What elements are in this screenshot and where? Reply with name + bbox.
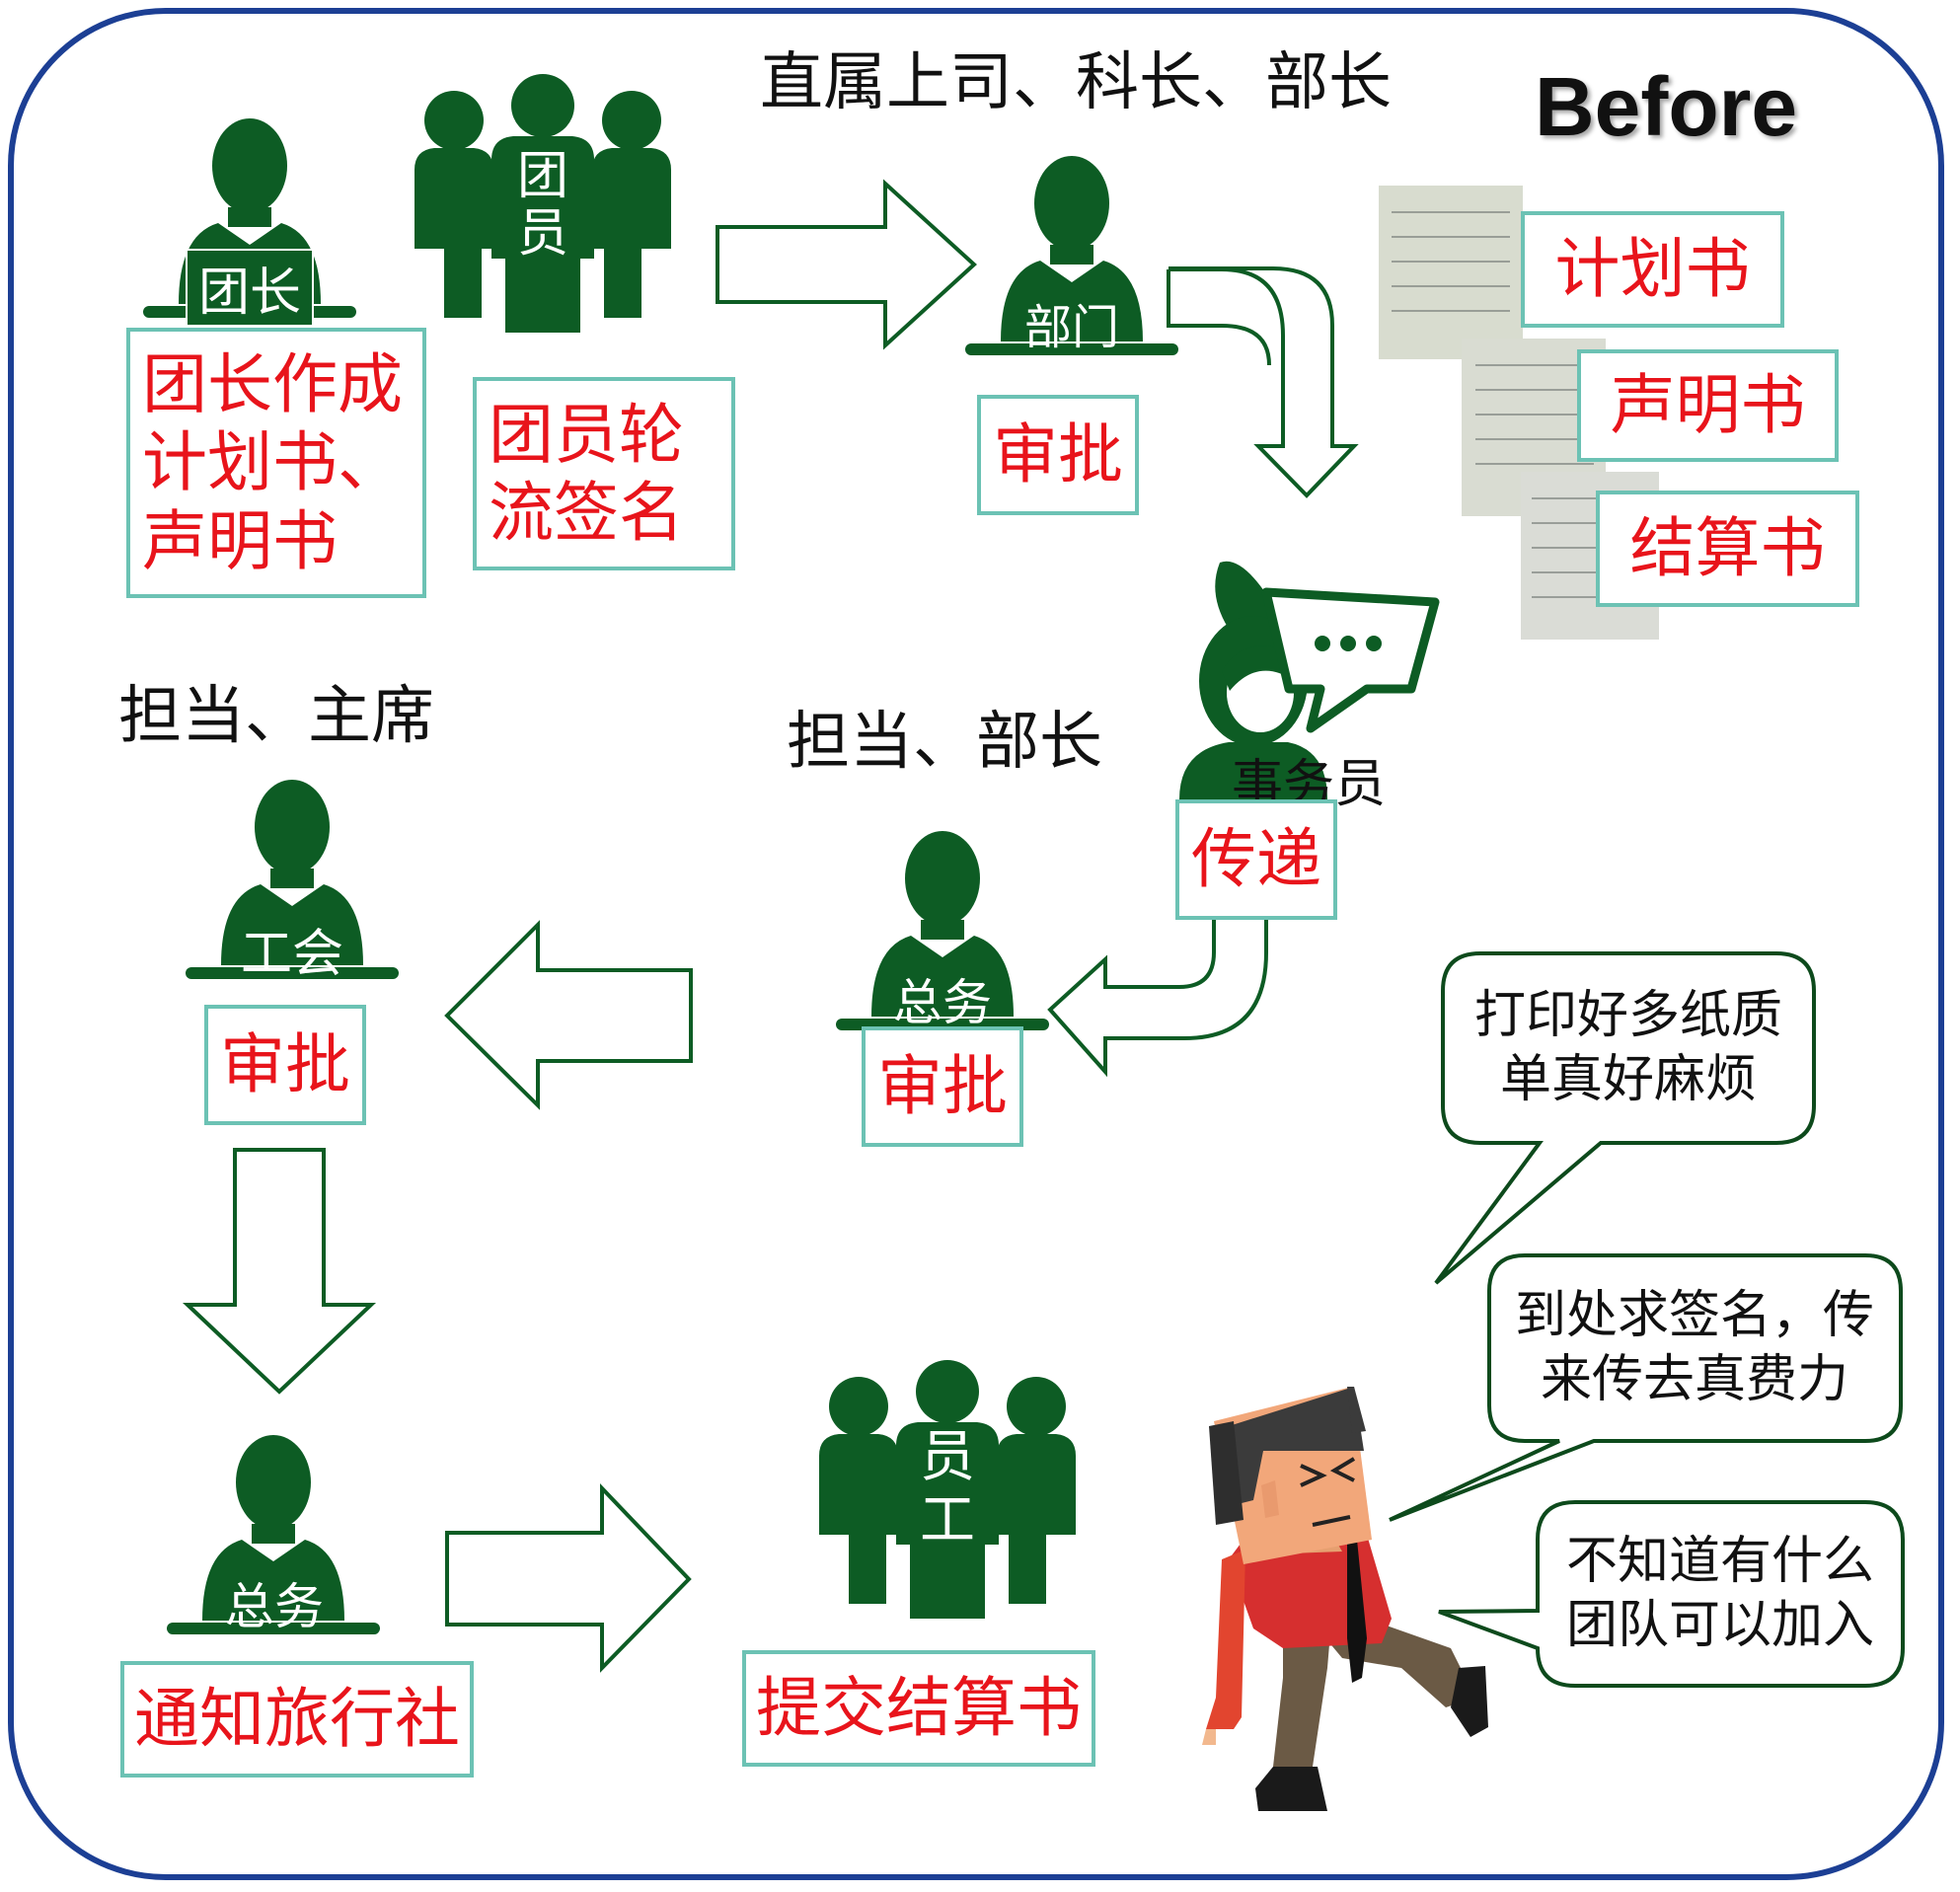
staff-vertical-label: 员工 [920,1425,975,1552]
arrow-ga-to-union [444,920,693,1110]
label-members-action: 团员轮 流签名 [473,377,735,570]
label-doc-plan: 计划书 [1521,211,1784,328]
before-badge: Before [1535,60,1798,153]
bubble-2-text: 到处求签名，传 来传去真费力 [1514,1286,1874,1409]
label-notify-agency-text: 通知旅行社 [134,1681,460,1758]
leader-chest-label: 团长 [186,249,314,327]
bubble-2-shape [1389,1253,1903,1522]
label-doc-statement-text: 声明书 [1610,367,1806,444]
label-doc-statement: 声明书 [1577,349,1839,462]
clerk-speech-bubble-icon [1261,587,1440,733]
bubble-3-shape [1438,1500,1905,1688]
ga-top-chest-label: 总务 [893,974,992,1031]
header-union-side: 担当、主席 [118,680,434,753]
label-members-action-text: 团员轮 流签名 [489,396,684,551]
label-doc-plan-text: 计划书 [1554,231,1751,308]
label-ga-action: 审批 [862,1026,1023,1147]
label-ga-action-text: 审批 [877,1048,1008,1125]
label-doc-settlement-text: 结算书 [1629,510,1826,587]
label-dept-action-text: 审批 [993,416,1123,493]
header-boss-chain: 直属上司、科长、部长 [760,46,1392,119]
arrow-clerk-to-ga [1047,918,1268,1078]
label-notify-agency: 通知旅行社 [120,1661,474,1778]
frustrated-man-illustration [1202,1387,1488,1811]
dept-chest-label: 部门 [1023,300,1119,355]
arrow-members-to-dept [716,182,976,347]
union-chest-label: 工会 [240,925,343,984]
label-submit-settlement: 提交结算书 [742,1650,1095,1767]
rounded-frame [8,8,1944,1880]
arrow-ga-to-staff [445,1483,692,1673]
bubble-1-text: 打印好多纸质 单真好麻烦 [1473,986,1782,1109]
arrow-dept-to-docs [1167,266,1359,498]
header-ga-side: 担当、部长 [787,706,1102,779]
label-dept-action: 审批 [977,395,1139,515]
label-union-action: 审批 [204,1005,366,1125]
label-clerk-action-text: 传递 [1191,821,1321,898]
label-submit-settlement-text: 提交结算书 [756,1670,1082,1747]
arrow-union-to-ga [182,1148,377,1395]
members-vertical-label: 团员 [516,147,568,264]
label-clerk-action: 传递 [1175,799,1337,920]
bubble-3-text: 不知道有什么 团队可以加入 [1565,1532,1874,1655]
bubble-1-shape [1434,951,1816,1285]
label-leader-action-text: 团长作成 计划书、 声明书 [142,346,403,579]
label-doc-settlement: 结算书 [1596,491,1859,607]
label-leader-action: 团长作成 计划书、 声明书 [126,328,426,598]
label-union-action-text: 审批 [220,1026,350,1103]
ga-bottom-chest-label: 总务 [225,1578,324,1635]
